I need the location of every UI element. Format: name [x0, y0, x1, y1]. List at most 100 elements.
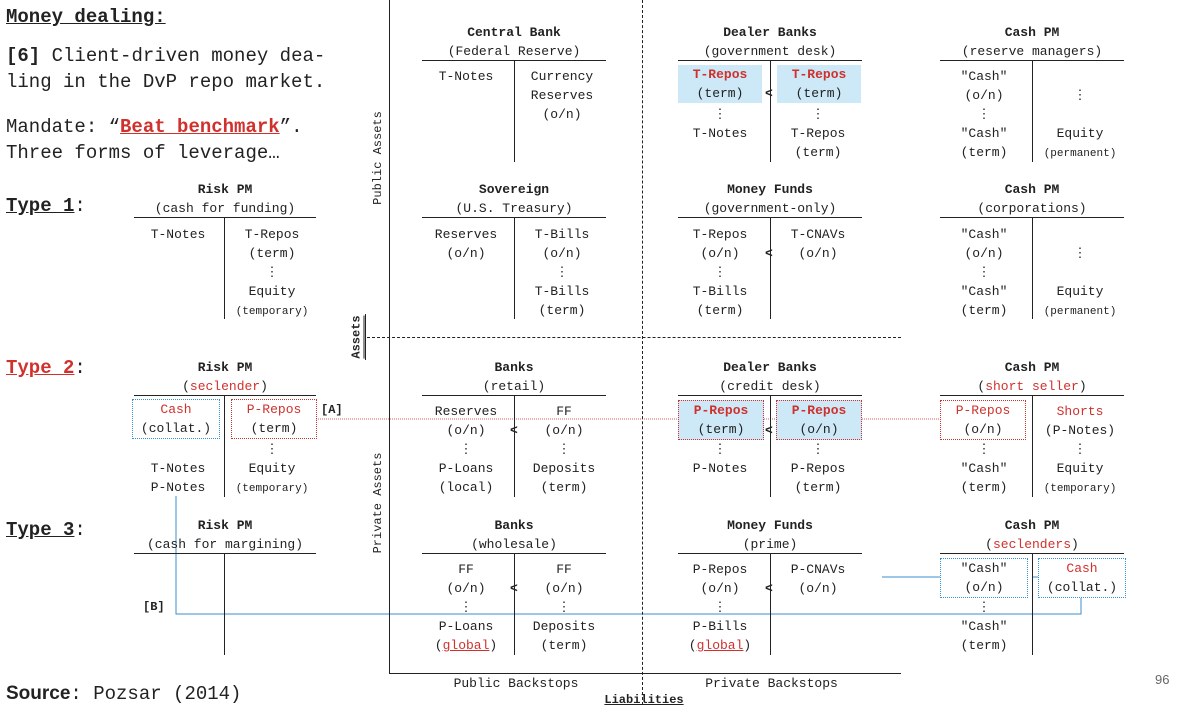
cp2-asset: "Cash"(o/n)⋮"Cash"(term)	[960, 227, 1008, 318]
rp2-subtitle: (seclender)	[182, 379, 268, 394]
sov-subtitle: (U.S. Treasury)	[455, 201, 573, 216]
br-asset: Reserves(o/n)⋮P-Loans(local)	[434, 404, 498, 495]
liabilities-label: Liabilities	[604, 693, 684, 707]
rp1-liab: T-Repos(term)⋮Equity(temporary)	[235, 227, 309, 318]
br-subtitle: (retail)	[482, 379, 546, 394]
db2-lt: <	[765, 423, 773, 438]
heading: Money dealing:	[6, 6, 166, 28]
cp1-liab: ⋮Equity(permanent)	[1043, 88, 1117, 160]
sov-asset: Reserves(o/n)	[434, 227, 498, 261]
public-assets-label: Public Assets	[371, 111, 385, 205]
cp2-subtitle: (corporations)	[977, 201, 1087, 216]
rp2-title: Risk PM	[197, 360, 253, 375]
mf2-lt: <	[765, 581, 773, 596]
mandate-suffix: ”.	[279, 116, 303, 138]
cp3-liab: Shorts(P-Notes)⋮Equity(temporary)	[1043, 404, 1117, 495]
mf1-subtitle: (government-only)	[703, 201, 837, 216]
cp3-asset-lower: ⋮"Cash"(term)	[960, 442, 1008, 495]
page-number: 96	[1155, 672, 1170, 687]
cp1-title: Cash PM	[1004, 25, 1060, 40]
mf2-liab: P-CNAVs(o/n)	[790, 562, 846, 596]
bw-asset: FF(o/n)⋮P-Loans(global)	[434, 562, 498, 653]
db1-asset-lower: ⋮T-Notes	[692, 107, 748, 141]
mandate-prefix: Mandate: “	[6, 116, 121, 138]
private-backstops-label: Private Backstops	[705, 676, 838, 691]
mf1-asset: T-Repos(o/n)⋮T-Bills(term)	[692, 227, 748, 318]
rp3-title: Risk PM	[197, 518, 253, 533]
rp2-prepos-box: P-Repos(term)	[231, 399, 317, 439]
mf1-title: Money Funds	[727, 182, 813, 197]
private-assets-label: Private Assets	[371, 452, 385, 554]
db1-trepos-liab: T-Repos(term)	[777, 65, 861, 103]
db1-liab-lower: ⋮T-Repos(term)	[790, 107, 846, 160]
source: Source: Pozsar (2014)	[6, 683, 242, 705]
assets-tick	[365, 314, 366, 360]
rp3-subtitle: (cash for margining)	[146, 537, 304, 552]
rp1-asset: T-Notes	[150, 227, 206, 242]
mf2-asset: P-Repos(o/n)⋮P-Bills(global)	[688, 562, 752, 653]
rp2-liab-lower: ⋮Equity(temporary)	[235, 442, 309, 495]
bw-liab: FF(o/n)⋮Deposits(term)	[532, 562, 596, 653]
axis-horizontal	[389, 673, 901, 674]
db2-prepos-liab: P-Repos(o/n)	[776, 400, 862, 440]
mandate-highlight: Beat benchmark	[120, 116, 280, 138]
description-line2: ling in the DvP repo market.	[6, 71, 326, 93]
mf2-title: Money Funds	[727, 518, 813, 533]
mandate: Mandate: “Beat benchmark”. Three forms o…	[6, 114, 302, 166]
sov-liab: T-Bills(o/n)⋮T-Bills(term)	[534, 227, 590, 318]
cp4-collat-box: Cash(collat.)	[1038, 558, 1126, 598]
cp3-prepos-box: P-Repos(o/n)	[940, 400, 1026, 440]
br-lt: <	[510, 423, 518, 438]
cp4-subtitle: (seclenders)	[985, 537, 1079, 552]
db2-prepos-asset: P-Repos(term)	[678, 400, 764, 440]
cp4-title: Cash PM	[1004, 518, 1060, 533]
cp4-asset-lower: ⋮"Cash"(term)	[960, 600, 1008, 653]
public-backstops-label: Public Backstops	[453, 676, 579, 691]
cp2-liab: ⋮Equity(permanent)	[1043, 246, 1117, 318]
description-number: [6]	[6, 45, 41, 67]
db2-asset-lower: ⋮P-Notes	[692, 442, 748, 476]
type3-label: Type 3:	[6, 519, 86, 541]
bw-lt: <	[510, 581, 518, 596]
mf2-subtitle: (prime)	[742, 537, 798, 552]
mf1-liab: T-CNAVs(o/n)	[790, 227, 846, 261]
db2-liab-lower: ⋮P-Repos(term)	[790, 442, 846, 495]
tag-a: [A]	[321, 403, 343, 417]
axis-divider-horizontal	[367, 337, 901, 338]
cp1-asset: "Cash"(o/n)⋮"Cash"(term)	[960, 69, 1008, 160]
cb-title: Central Bank	[467, 25, 561, 40]
db2-title: Dealer Banks	[723, 360, 817, 375]
db1-subtitle: (government desk)	[703, 44, 837, 59]
cp3-title: Cash PM	[1004, 360, 1060, 375]
cp1-subtitle: (reserve managers)	[961, 44, 1103, 59]
db1-title: Dealer Banks	[723, 25, 817, 40]
bw-subtitle: (wholesale)	[471, 537, 557, 552]
assets-label: Assets	[349, 315, 365, 359]
type2-label: Type 2:	[6, 357, 86, 379]
description: [6] Client-driven money dea- ling in the…	[6, 43, 325, 95]
db1-lt: <	[765, 86, 773, 101]
db2-subtitle: (credit desk)	[719, 379, 821, 394]
tag-b: [B]	[143, 600, 165, 614]
description-line1: Client-driven money dea-	[51, 45, 326, 67]
axis-divider-vertical	[642, 0, 643, 705]
bw-title: Banks	[494, 518, 534, 533]
cp4-cash-box: "Cash"(o/n)	[940, 558, 1028, 598]
cb-subtitle: (Federal Reserve)	[447, 44, 581, 59]
cp2-title: Cash PM	[1004, 182, 1060, 197]
rp2-cash-box: Cash(collat.)	[132, 399, 220, 439]
forms-text: Three forms of leverage…	[6, 142, 280, 164]
db1-trepos-asset: T-Repos(term)	[678, 65, 762, 103]
mf1-lt: <	[765, 246, 773, 261]
rp1-subtitle: (cash for funding)	[154, 201, 296, 216]
cb-asset: T-Notes	[438, 69, 494, 84]
rp1-title: Risk PM	[197, 182, 253, 197]
cp3-subtitle: (short seller)	[977, 379, 1087, 394]
type1-label: Type 1:	[6, 195, 86, 217]
br-title: Banks	[494, 360, 534, 375]
axis-vertical	[389, 0, 390, 673]
sov-title: Sovereign	[478, 182, 550, 197]
br-liab: FF(o/n)⋮Deposits(term)	[532, 404, 596, 495]
